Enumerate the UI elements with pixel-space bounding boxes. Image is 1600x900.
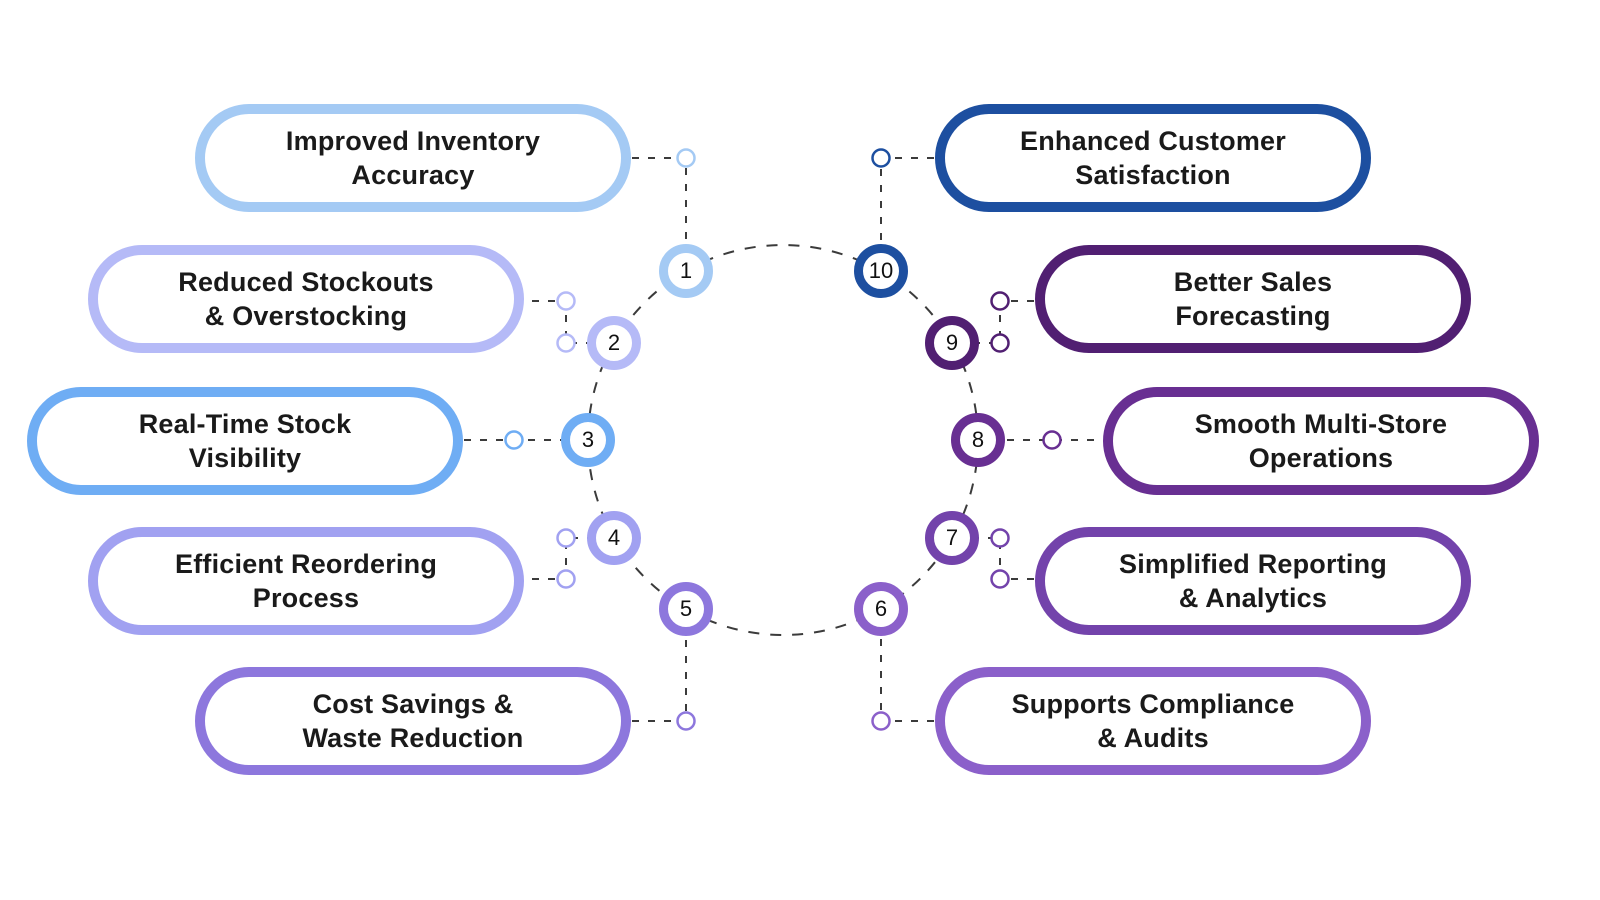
pill-label: Improved Inventory Accuracy [285,125,541,190]
connector-2 [532,300,589,344]
pill-better-sales-forecasting: Better Sales Forecasting [1035,245,1471,353]
pill-improved-inventory-accuracy: Improved Inventory Accuracy [195,104,631,212]
dashed-ring [587,244,979,636]
connector-6 [880,634,934,722]
connector-dot-8 [1042,430,1062,450]
node-5: 5 [659,582,713,636]
pill-label: Reduced Stockouts & Overstocking [178,266,434,331]
pill-efficient-reordering-process: Efficient Reordering Process [88,527,524,635]
node-4: 4 [587,511,641,565]
pill-smooth-multi-store-operations: Smooth Multi-Store Operations [1103,387,1539,495]
node-number: 9 [945,330,959,355]
pill-label: Simplified Reporting & Analytics [1118,548,1387,613]
connector-9 [977,300,1034,344]
connector-5 [632,634,687,722]
pill-label: Better Sales Forecasting [1173,266,1333,331]
pill-cost-savings-waste-reduction: Cost Savings & Waste Reduction [195,667,631,775]
connector-dot-3 [504,430,524,450]
node-number: 3 [581,427,595,452]
node-1: 1 [659,244,713,298]
pill-supports-compliance-audits: Supports Compliance & Audits [935,667,1371,775]
connector-dot-4b [556,528,576,548]
node-number: 7 [945,525,959,550]
connector-4 [532,537,589,580]
connector-dot-7a [990,569,1010,589]
connector-dot-2b [556,333,576,353]
pill-label: Efficient Reordering Process [174,548,438,613]
connector-dot-9a [990,291,1010,311]
node-number: 8 [971,427,985,452]
node-number: 5 [679,596,693,621]
connector-7 [977,537,1034,580]
node-7: 7 [925,511,979,565]
node-10: 10 [854,244,908,298]
node-2: 2 [587,316,641,370]
connector-dot-6 [871,711,891,731]
pill-label: Smooth Multi-Store Operations [1194,408,1448,473]
node-8: 8 [951,413,1005,467]
pill-label: Real-Time Stock Visibility [138,408,352,473]
pill-label: Enhanced Customer Satisfaction [1020,125,1286,190]
node-number: 4 [607,525,621,550]
node-number: 1 [679,258,693,283]
pill-reduced-stockouts: Reduced Stockouts & Overstocking [88,245,524,353]
connector-dot-1 [676,148,696,168]
connector-dot-4a [556,569,576,589]
connector-10 [880,157,934,246]
node-number: 2 [607,330,621,355]
pill-real-time-stock-visibility: Real-Time Stock Visibility [27,387,463,495]
pill-simplified-reporting-analytics: Simplified Reporting & Analytics [1035,527,1471,635]
node-6: 6 [854,582,908,636]
node-9: 9 [925,316,979,370]
node-number: 6 [874,596,888,621]
connector-dot-9b [990,333,1010,353]
node-3: 3 [561,413,615,467]
pill-label: Cost Savings & Waste Reduction [302,688,524,753]
node-number: 10 [868,258,894,283]
connector-dot-2a [556,291,576,311]
connector-dot-5 [676,711,696,731]
connector-dot-7b [990,528,1010,548]
connector-dot-10 [871,148,891,168]
pill-label: Supports Compliance & Audits [1011,688,1295,753]
pill-enhanced-customer-satisfaction: Enhanced Customer Satisfaction [935,104,1371,212]
connector-1 [632,157,687,246]
